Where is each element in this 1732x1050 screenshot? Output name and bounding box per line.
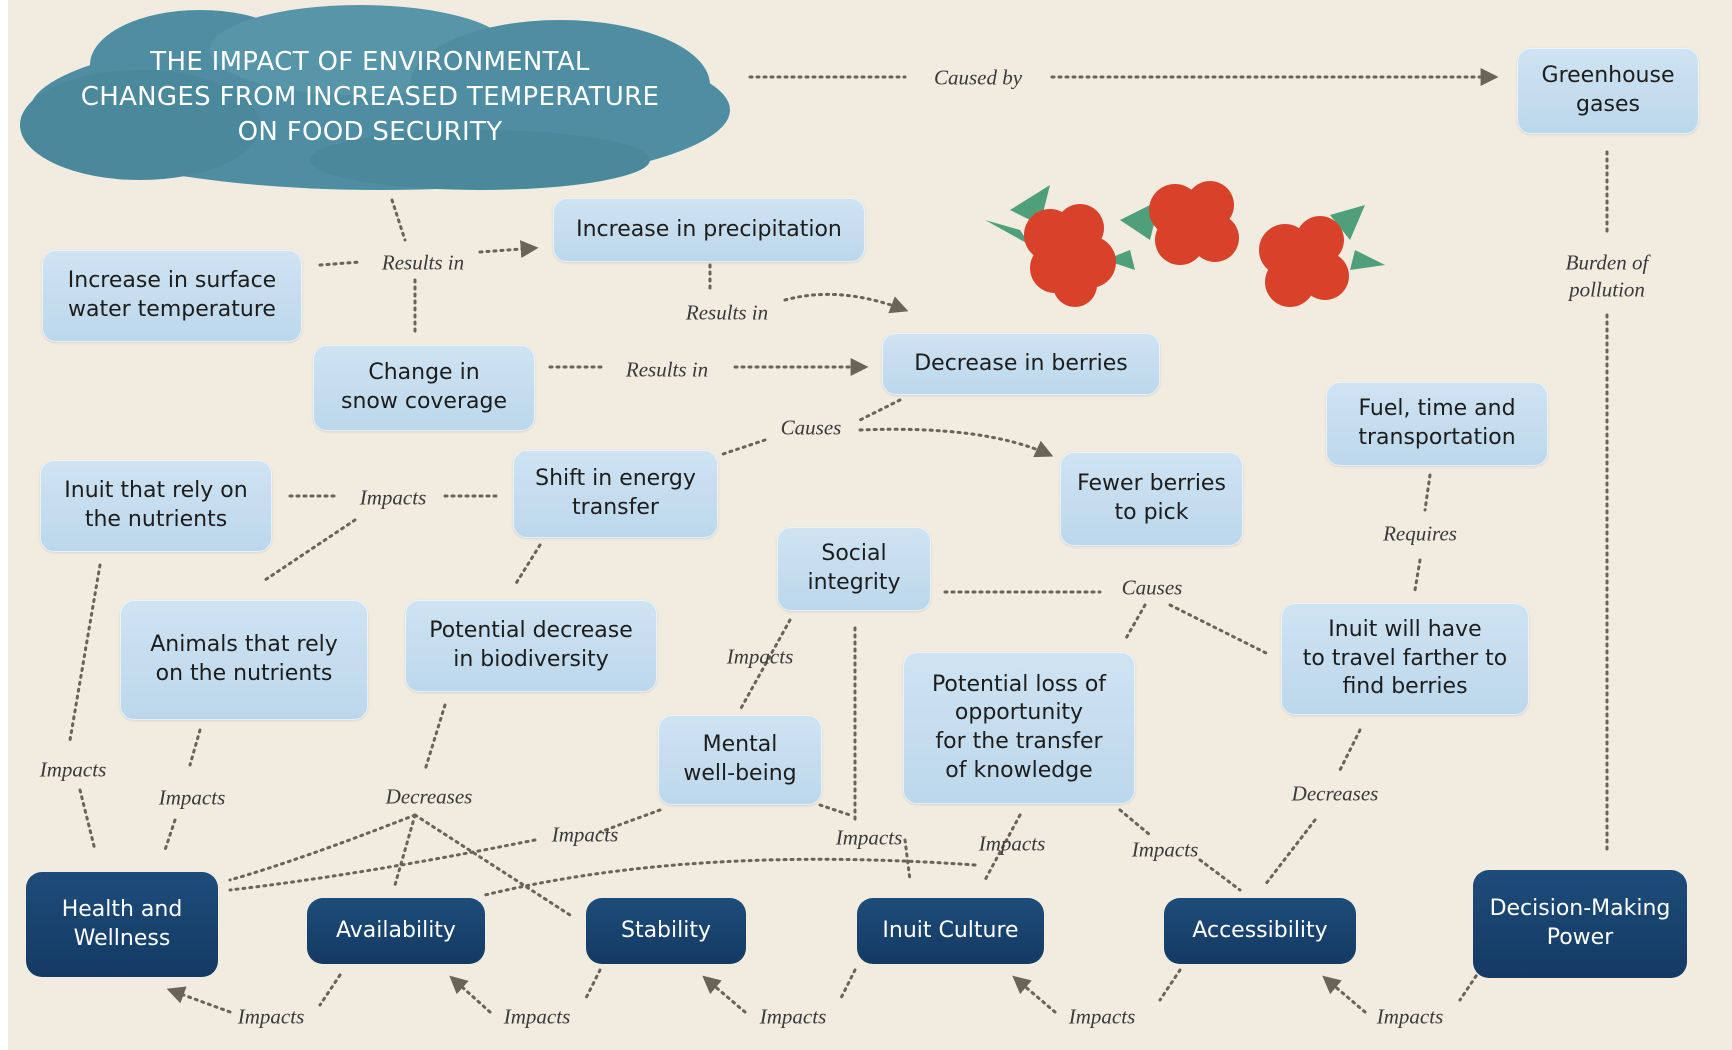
outcome-stability: Stability (586, 898, 746, 964)
label-causes-1: Causes (780, 415, 842, 440)
label-impacts-b5: Impacts (1376, 1004, 1444, 1029)
node-greenhouse-gases: Greenhouse gases (1517, 48, 1699, 134)
label-impacts-4: Impacts (158, 785, 226, 810)
node-decrease-biodiversity: Potential decrease in biodiversity (405, 600, 657, 692)
diagram-title: THE IMPACT OF ENVIRONMENTAL CHANGES FROM… (80, 47, 660, 148)
label-decreases-1: Decreases (385, 784, 473, 809)
node-increase-precipitation: Increase in precipitation (553, 198, 865, 262)
label-impacts-b2: Impacts (503, 1004, 571, 1029)
node-fuel-time-transportation: Fuel, time and transportation (1326, 382, 1548, 466)
outcome-inuit-culture: Inuit Culture (857, 898, 1044, 964)
node-surface-water-temperature: Increase in surface water temperature (42, 250, 302, 342)
outcome-accessibility: Accessibility (1164, 898, 1356, 964)
label-impacts-8: Impacts (1131, 837, 1199, 862)
label-decreases-2: Decreases (1291, 781, 1379, 806)
label-impacts-3: Impacts (39, 757, 107, 782)
label-impacts-b3: Impacts (759, 1004, 827, 1029)
label-results-in-1: Results in (381, 250, 465, 275)
outcome-health-wellness: Health and Wellness (26, 872, 218, 977)
node-travel-farther: Inuit will have to travel farther to fin… (1281, 603, 1529, 715)
cloud-shape (20, 5, 730, 190)
node-fewer-berries: Fewer berries to pick (1060, 452, 1243, 546)
label-impacts-2: Impacts (726, 644, 794, 669)
cloudberry-illustration (985, 181, 1385, 307)
node-loss-knowledge-transfer: Potential loss of opportunity for the tr… (903, 652, 1135, 804)
node-shift-energy-transfer: Shift in energy transfer (513, 450, 718, 538)
outcome-decision-making-power: Decision-Making Power (1473, 870, 1687, 978)
label-burden-of-pollution: Burden of pollution (1565, 250, 1649, 302)
label-results-in-3: Results in (625, 357, 709, 382)
node-inuit-rely-nutrients: Inuit that rely on the nutrients (40, 460, 272, 552)
node-social-integrity: Social integrity (777, 527, 931, 611)
node-mental-wellbeing: Mental well-being (658, 715, 822, 805)
label-impacts-b4: Impacts (1068, 1004, 1136, 1029)
label-requires: Requires (1383, 521, 1457, 546)
label-causes-2: Causes (1121, 575, 1183, 600)
outcome-availability: Availability (307, 898, 485, 964)
label-caused-by: Caused by (933, 65, 1023, 90)
node-animals-rely-nutrients: Animals that rely on the nutrients (120, 600, 368, 720)
label-impacts-6: Impacts (835, 825, 903, 850)
label-impacts-1: Impacts (359, 485, 427, 510)
label-results-in-2: Results in (685, 300, 769, 325)
label-impacts-5: Impacts (551, 822, 619, 847)
label-impacts-7: Impacts (978, 831, 1046, 856)
node-decrease-berries: Decrease in berries (882, 333, 1160, 395)
node-snow-coverage: Change in snow coverage (313, 345, 535, 431)
label-impacts-b1: Impacts (237, 1004, 305, 1029)
